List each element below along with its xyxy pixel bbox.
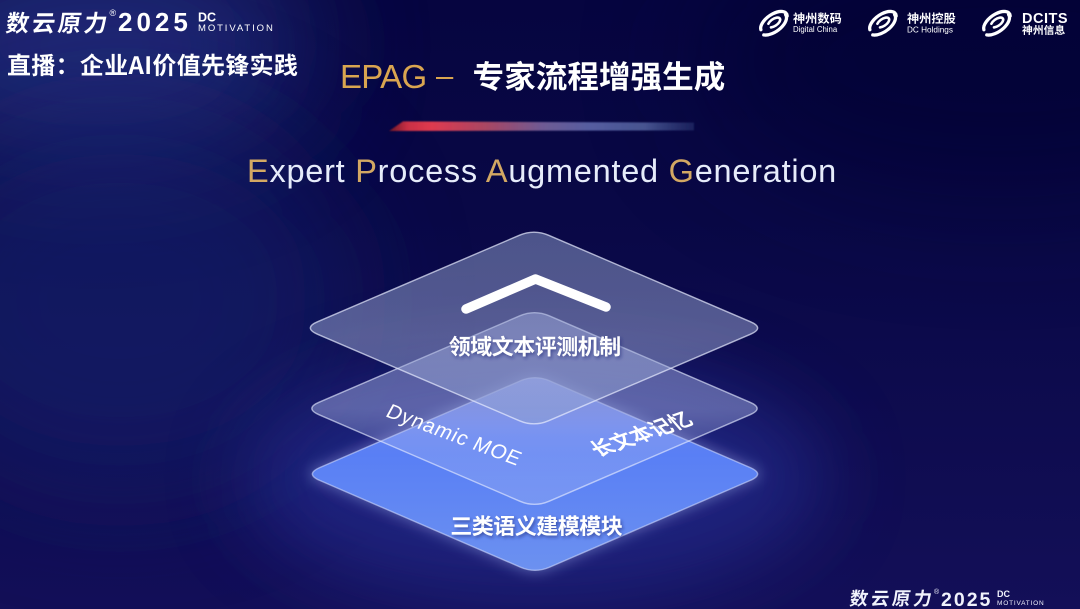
svg-text:DCITS: DCITS	[1022, 11, 1068, 27]
svg-text:MOTIVATION: MOTIVATION	[198, 23, 275, 34]
svg-text:Digital China: Digital China	[793, 25, 838, 34]
svg-text:DC: DC	[997, 589, 1010, 599]
svg-text:Expert Process Augmented Gener: Expert Process Augmented Generation	[247, 153, 837, 189]
svg-text:2025: 2025	[941, 589, 992, 609]
svg-text:–: –	[436, 58, 454, 93]
svg-text:2025: 2025	[118, 7, 192, 37]
svg-text:DC Holdings: DC Holdings	[907, 26, 953, 35]
svg-text:MOTIVATION: MOTIVATION	[997, 600, 1044, 607]
svg-text:®: ®	[110, 8, 117, 18]
svg-text:EPAG: EPAG	[340, 58, 426, 95]
svg-text:®: ®	[934, 588, 940, 596]
svg-text:DC: DC	[198, 11, 216, 25]
